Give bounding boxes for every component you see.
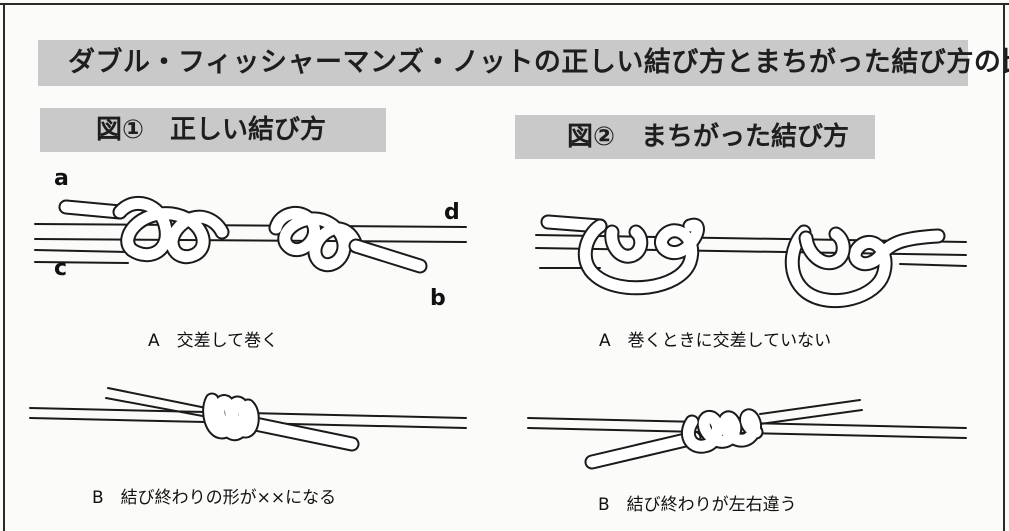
figure1-caption-a: A 交差して巻く: [148, 331, 279, 351]
label-a: a: [54, 166, 69, 191]
frame-right-line: [1003, 3, 1005, 531]
figure2a-knot-drawing: [535, 214, 967, 309]
figure2b-knot-drawing: [527, 399, 967, 470]
figure1a-knot-drawing: [34, 195, 467, 274]
figure2-caption-a: A 巻くときに交差していない: [599, 331, 832, 351]
label-b: b: [430, 286, 446, 311]
figure1-header: 図① 正しい結び方: [40, 108, 386, 152]
figure2-header: 図② まちがった結び方: [515, 115, 875, 159]
page-title: ダブル・フィッシャーマンズ・ノットの正しい結び方とまちがった結び方の比較: [38, 40, 1009, 86]
frame-top-line: [0, 3, 1009, 5]
label-c: c: [54, 256, 68, 281]
frame-left-line: [3, 3, 5, 531]
figure2-caption-b: B 結び終わりが左右違う: [598, 495, 797, 515]
figure1-caption-b: B 結び終わりの形が××になる: [92, 488, 337, 508]
figure1b-knot-drawing: [29, 387, 467, 452]
label-d: d: [444, 200, 460, 225]
